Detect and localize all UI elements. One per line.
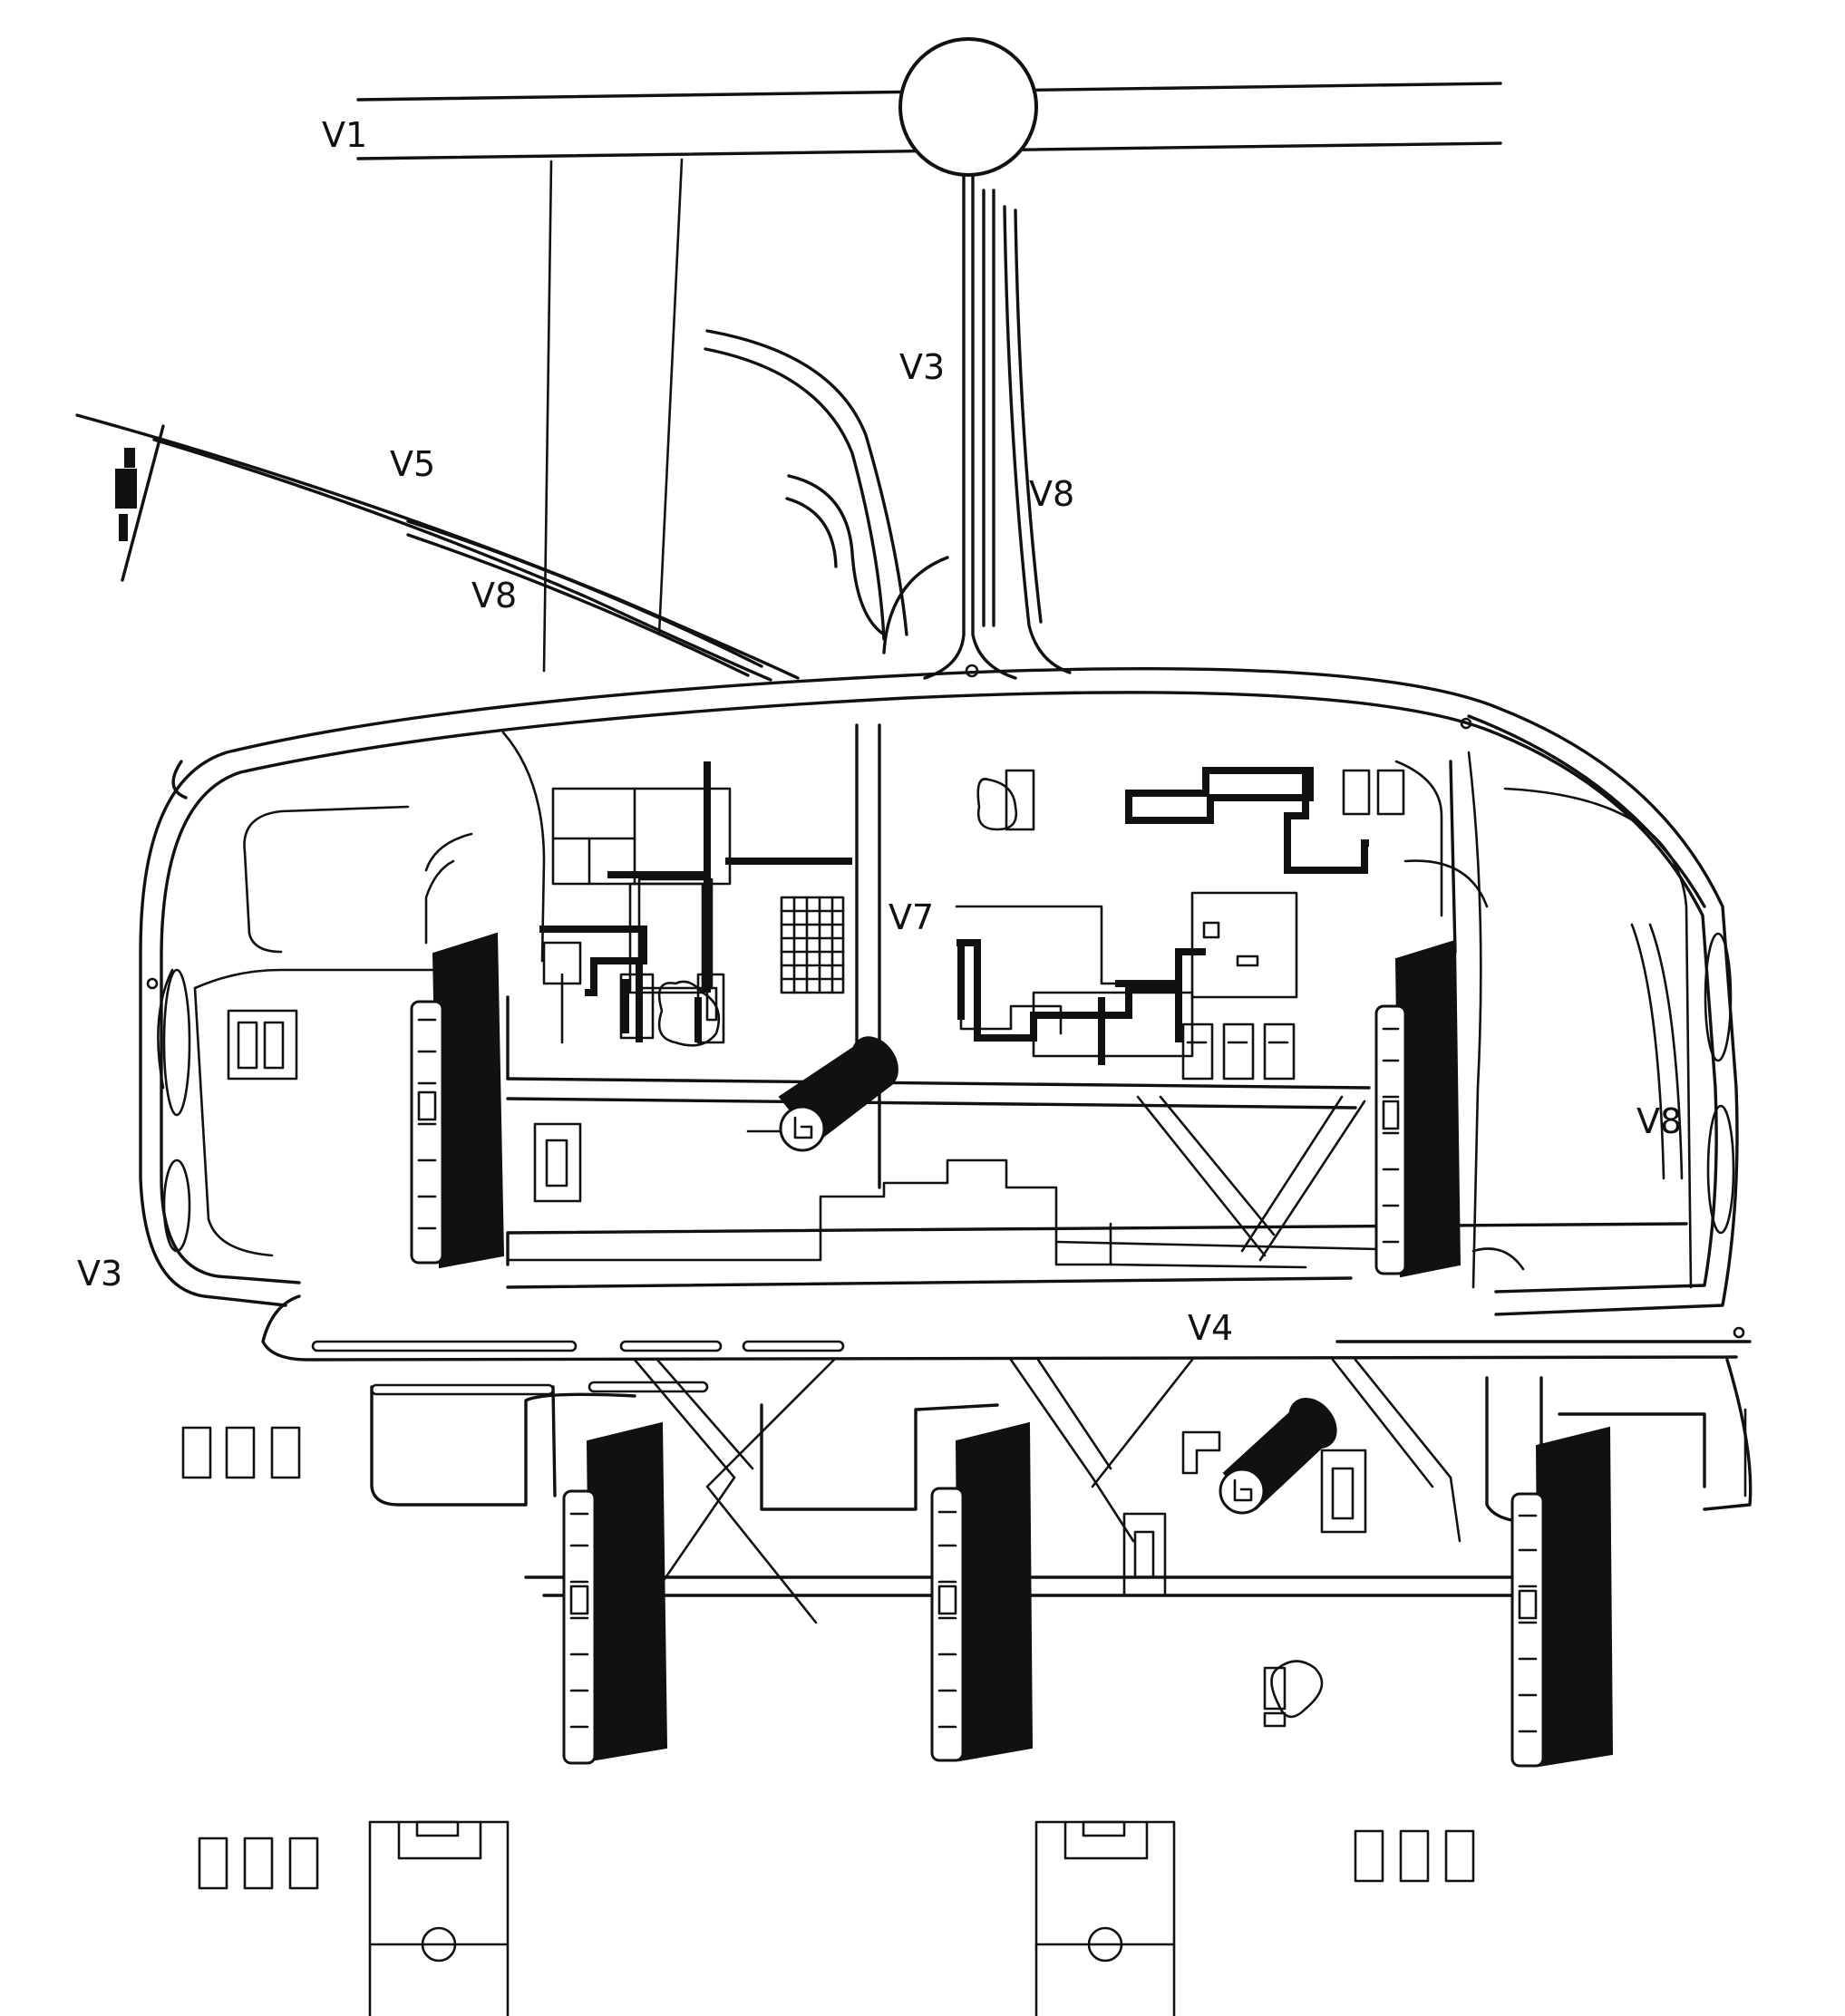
cylinder-tower-south [1181,1398,1337,1515]
label-v4: V4 [1188,1308,1233,1348]
label-v3-north: V3 [899,347,945,387]
south-loop [370,1358,1753,1597]
label-v5: V5 [390,444,435,484]
curved-service-roads [704,329,949,654]
label-v7: V7 [889,897,934,937]
grid-block [780,896,845,994]
east-central-buildings [955,767,1369,1065]
road-v4 [261,1222,1752,1396]
label-v8-west: V8 [471,576,517,615]
road-v5-v8-west [75,413,800,682]
inner-ring-lane [157,731,546,1257]
ponds [657,769,1324,1728]
west-outbuilding [115,448,137,541]
roundabout [898,37,1038,177]
pavilion-triples [181,1426,1475,1890]
diagonal-paths [633,1095,1461,1624]
cylinder-tower-center [746,1036,898,1152]
ring-bays [146,664,1745,1339]
east-lanes [1394,751,1693,1289]
ring-road [139,666,1739,1316]
label-v3-west: V3 [77,1254,122,1294]
avenue-v3 [923,175,1072,680]
slab-block-ne [1374,939,1461,1278]
road-v7 [506,995,1371,1110]
pavilions [227,769,1405,1597]
slab-block-nw [410,932,505,1269]
sports-field-west [368,1820,510,2016]
stepped-lane [506,1158,1380,1269]
label-v8-east: V8 [1636,1101,1682,1141]
slab-block-s [930,1421,1034,1762]
label-v8-north: V8 [1029,474,1074,514]
slab-block-sw [562,1421,668,1765]
sports-field-east [1034,1820,1176,2016]
label-v1: V1 [322,115,367,155]
central-spine [855,723,1457,1189]
slab-block-se [1510,1426,1614,1768]
central-buildings [539,761,852,1044]
